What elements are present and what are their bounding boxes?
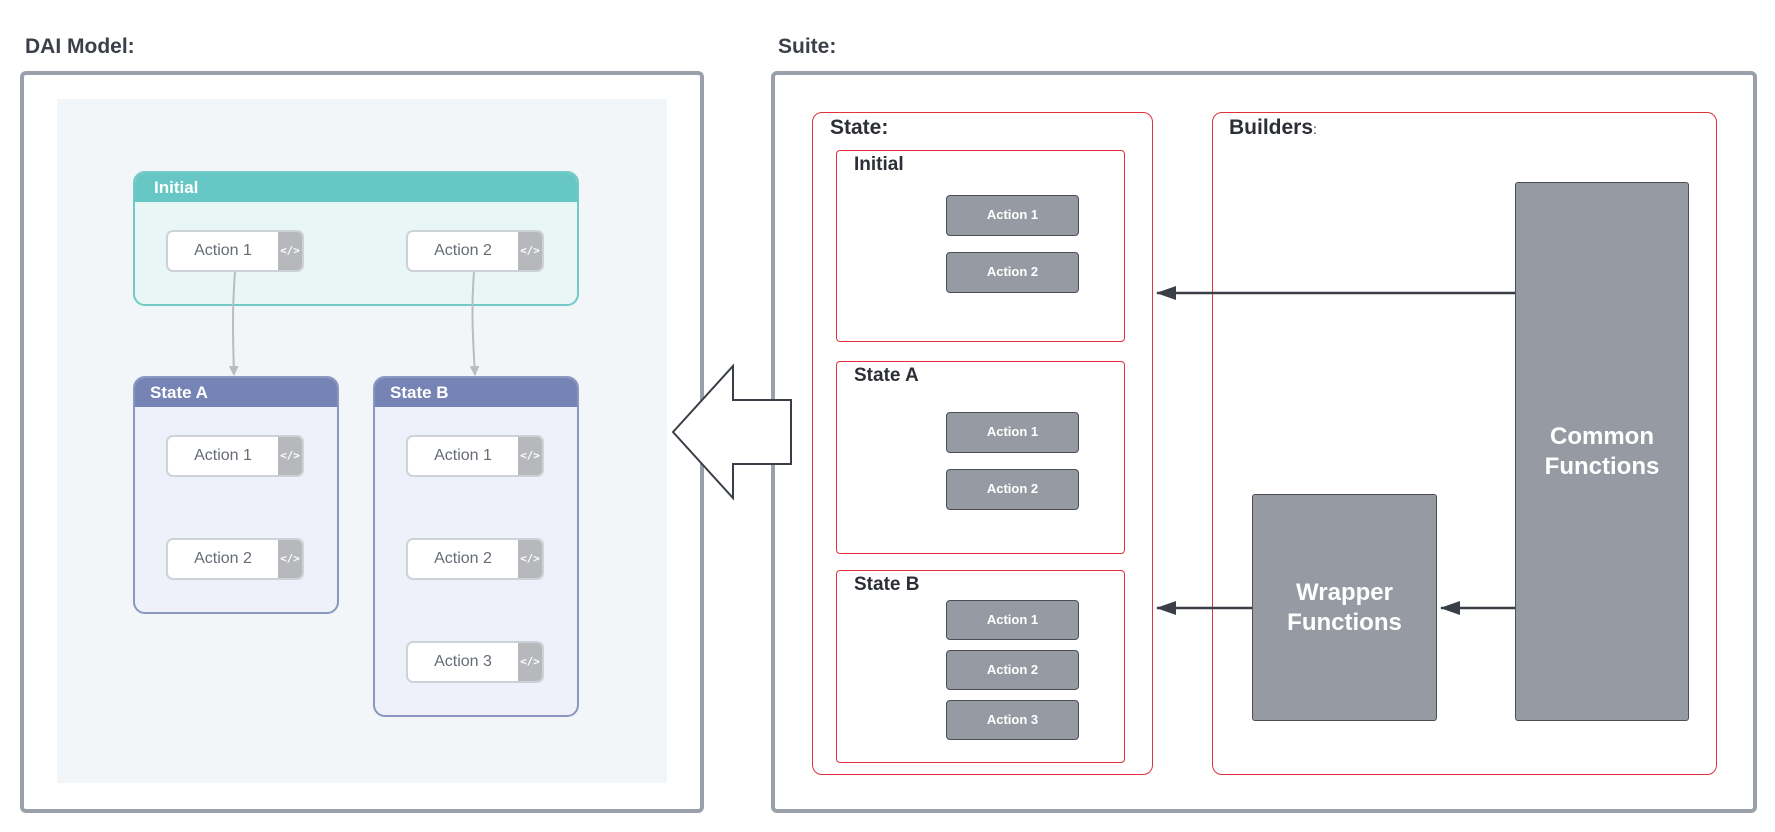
action-label: Action 2: [434, 550, 492, 567]
state-b-action-3[interactable]: Action 3 </>: [406, 641, 544, 683]
suite-initial-action-2[interactable]: Action 2: [946, 252, 1079, 293]
code-icon: </>: [278, 540, 302, 578]
builders-section-title: Builders:: [1229, 116, 1317, 140]
builders-title-suffix: :: [1313, 121, 1317, 137]
code-icon: </>: [518, 437, 542, 475]
action-label: Action 2: [194, 550, 252, 567]
state-b-action-1[interactable]: Action 1 </>: [406, 435, 544, 477]
action-label: Action 1: [194, 447, 252, 464]
suite-state-b-box: [836, 570, 1125, 763]
suite-state-b-action-3[interactable]: Action 3: [946, 700, 1079, 740]
common-functions-line1: Common: [1550, 422, 1654, 450]
builders-section: [1212, 112, 1717, 775]
state-section: [812, 112, 1153, 775]
initial-group-title: Initial: [135, 173, 577, 202]
state-b-action-2[interactable]: Action 2 </>: [406, 538, 544, 580]
action-label: Action 3: [434, 653, 492, 670]
action-label: Action 2: [434, 242, 492, 259]
builders-title-text: Builders: [1229, 116, 1314, 139]
suite-state-b-action-2[interactable]: Action 2: [946, 650, 1079, 690]
big-left-arrow-icon: [671, 363, 792, 501]
initial-to-state-b-arrow: [469, 271, 480, 376]
state-section-title: State:: [830, 116, 889, 139]
state-a-group-title: State A: [135, 378, 337, 407]
initial-action-1[interactable]: Action 1 </>: [166, 230, 304, 272]
common-functions-line2: Functions: [1544, 452, 1660, 480]
initial-action-2[interactable]: Action 2 </>: [406, 230, 544, 272]
state-a-action-1[interactable]: Action 1 </>: [166, 435, 304, 477]
suite-state-b-action-1[interactable]: Action 1: [946, 600, 1079, 640]
suite-heading: Suite:: [778, 35, 837, 58]
action-label: Action 1: [434, 447, 492, 464]
code-icon: </>: [518, 540, 542, 578]
initial-to-state-a-arrow: [228, 271, 239, 376]
dai-model-heading: DAI Model:: [25, 35, 135, 58]
suite-state-b-title: State B: [854, 574, 920, 595]
wrapper-functions-line2: Functions: [1287, 608, 1402, 636]
wrapper-functions-box: Wrapper Functions: [1252, 494, 1437, 721]
code-icon: </>: [278, 232, 302, 270]
suite-state-a-title: State A: [854, 365, 919, 386]
code-icon: </>: [278, 437, 302, 475]
code-icon: </>: [518, 232, 542, 270]
state-a-action-2[interactable]: Action 2 </>: [166, 538, 304, 580]
state-b-group-title: State B: [375, 378, 577, 407]
suite-state-a-action-1[interactable]: Action 1: [946, 412, 1079, 453]
common-functions-box: Common Functions: [1515, 182, 1689, 721]
suite-initial-title: Initial: [854, 154, 904, 175]
wrapper-functions-line1: Wrapper: [1296, 578, 1393, 606]
suite-state-a-action-2[interactable]: Action 2: [946, 469, 1079, 510]
code-icon: </>: [518, 643, 542, 681]
suite-initial-action-1[interactable]: Action 1: [946, 195, 1079, 236]
action-label: Action 1: [194, 242, 252, 259]
suite-state-a-box: [836, 361, 1125, 554]
suite-initial-box: [836, 150, 1125, 342]
